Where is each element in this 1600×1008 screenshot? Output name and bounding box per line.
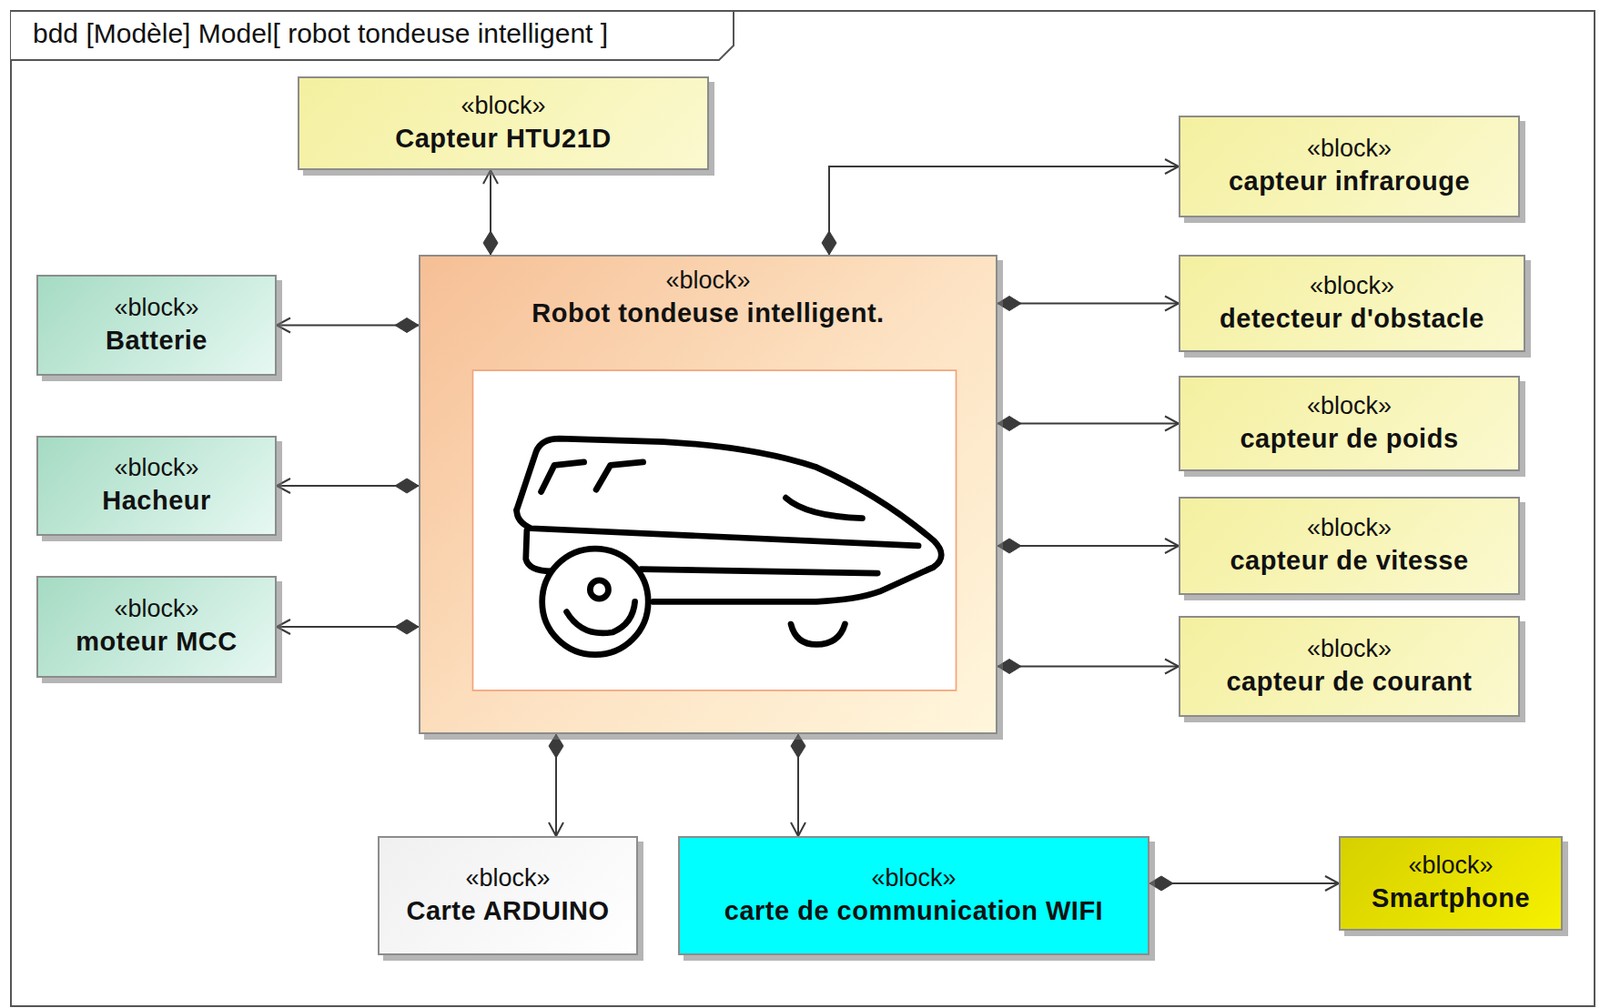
stereotype-label: «block» [1306,513,1392,545]
stereotype-label: «block» [1309,271,1395,303]
stereotype-label: «block» [1407,850,1493,882]
block-box: «block»capteur de vitesse [1178,496,1520,596]
composition-connector [997,659,1179,675]
stereotype-label: «block» [1306,634,1392,666]
block-box: «block»Smartphone [1338,836,1563,932]
composition-connector [997,538,1179,554]
composition-connector [997,416,1179,432]
composition-connector [276,478,419,494]
block-box: «block»Carte ARDUINO [377,836,638,956]
frame-tab [10,10,734,61]
stereotype-label: «block» [113,594,199,626]
stereotype-label: «block» [1306,133,1392,165]
stereotype-label: «block» [870,863,956,895]
block-name: Carte ARDUINO [406,894,610,930]
composition-connector [821,159,1179,255]
stereotype-label: «block» [665,265,750,297]
block-box: «block»Batterie [36,274,277,376]
block-name: moteur MCC [75,625,237,660]
composition-connector [276,619,419,635]
stereotype-label: «block» [113,293,199,325]
composition-connector [548,734,564,837]
mower-illustration [471,369,958,692]
block-name: Robot tondeuse intelligent. [531,296,884,332]
stereotype-label: «block» [465,863,550,895]
diagram-title: bdd [Modèle] Model[ robot tondeuse intel… [32,18,608,50]
block-name: Hacheur [101,484,212,519]
block-box: «block»moteur MCC [36,576,277,679]
stereotype-label: «block» [113,453,199,485]
block-box: «block»capteur de courant [1178,616,1520,718]
block-box: «block»capteur infrarouge [1178,115,1520,218]
composition-connector [1149,876,1339,892]
block-name: capteur de courant [1225,665,1472,700]
block-box: «block»carte de communication WIFI [678,836,1150,956]
block-box: «block»Robot tondeuse intelligent. [418,254,998,735]
frame-border [10,10,1595,1007]
block-name: capteur de vitesse [1229,544,1469,579]
block-name: carte de communication WIFI [724,894,1104,930]
block-name: detecteur d'obstacle [1219,302,1485,337]
composition-connector [483,170,498,255]
block-name: Smartphone [1371,881,1530,917]
block-box: «block»Capteur HTU21D [297,76,709,171]
stereotype-label: «block» [1306,391,1392,423]
stereotype-label: «block» [460,91,546,122]
block-box: «block»capteur de poids [1178,375,1520,472]
block-box: «block»detecteur d'obstacle [1178,254,1526,353]
composition-connector [997,296,1179,312]
block-name: capteur de poids [1239,422,1459,457]
composition-connector [790,734,806,837]
composition-connector [276,318,419,334]
block-name: capteur infrarouge [1228,164,1470,200]
block-name: Capteur HTU21D [394,121,611,157]
block-box: «block»Hacheur [36,435,277,537]
block-name: Batterie [105,324,208,359]
